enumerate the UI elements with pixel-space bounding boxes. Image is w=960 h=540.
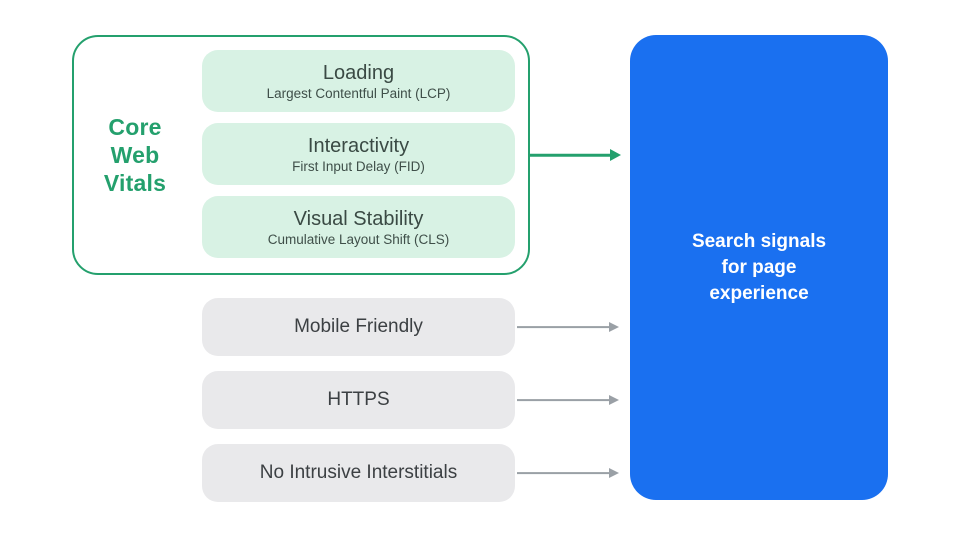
- vital-subtitle: Largest Contentful Paint (LCP): [266, 85, 451, 101]
- arrow-shaft: [530, 153, 612, 157]
- vital-subtitle: First Input Delay (FID): [292, 158, 425, 174]
- vital-title: Interactivity: [307, 134, 410, 157]
- vital-title: Loading: [322, 61, 395, 84]
- arrow-head-icon: [610, 149, 621, 161]
- signal-https-box: HTTPS: [202, 371, 515, 429]
- core-web-vitals-label: Core Web Vitals: [74, 35, 196, 275]
- vital-visual-stability-box: Visual Stability Cumulative Layout Shift…: [202, 196, 515, 258]
- vital-loading-box: Loading Largest Contentful Paint (LCP): [202, 50, 515, 112]
- vital-title: Visual Stability: [293, 207, 424, 230]
- result-line: Search signals: [691, 230, 827, 252]
- arrow-shaft: [517, 472, 611, 474]
- arrow-head-icon: [609, 468, 619, 478]
- arrow-shaft: [517, 326, 611, 328]
- vital-interactivity-box: Interactivity First Input Delay (FID): [202, 123, 515, 185]
- mobile-friendly-arrow: [517, 321, 619, 333]
- search-signals-result-box: Search signals for page experience: [630, 35, 888, 500]
- signal-no-intrusive-interstitials-box: No Intrusive Interstitials: [202, 444, 515, 502]
- arrow-shaft: [517, 399, 611, 401]
- core-web-vitals-label-line: Web: [110, 142, 160, 168]
- vital-subtitle: Cumulative Layout Shift (CLS): [267, 231, 450, 247]
- result-line: experience: [709, 282, 809, 304]
- arrow-head-icon: [609, 322, 619, 332]
- core-web-vitals-label-line: Core: [108, 114, 162, 140]
- arrow-head-icon: [609, 395, 619, 405]
- result-line: for page: [721, 256, 797, 278]
- core-web-vitals-label-line: Vitals: [103, 170, 167, 196]
- https-arrow: [517, 394, 619, 406]
- no-intrusive-interstitials-arrow: [517, 467, 619, 479]
- core-web-vitals-arrow: [530, 148, 621, 162]
- signal-mobile-friendly-box: Mobile Friendly: [202, 298, 515, 356]
